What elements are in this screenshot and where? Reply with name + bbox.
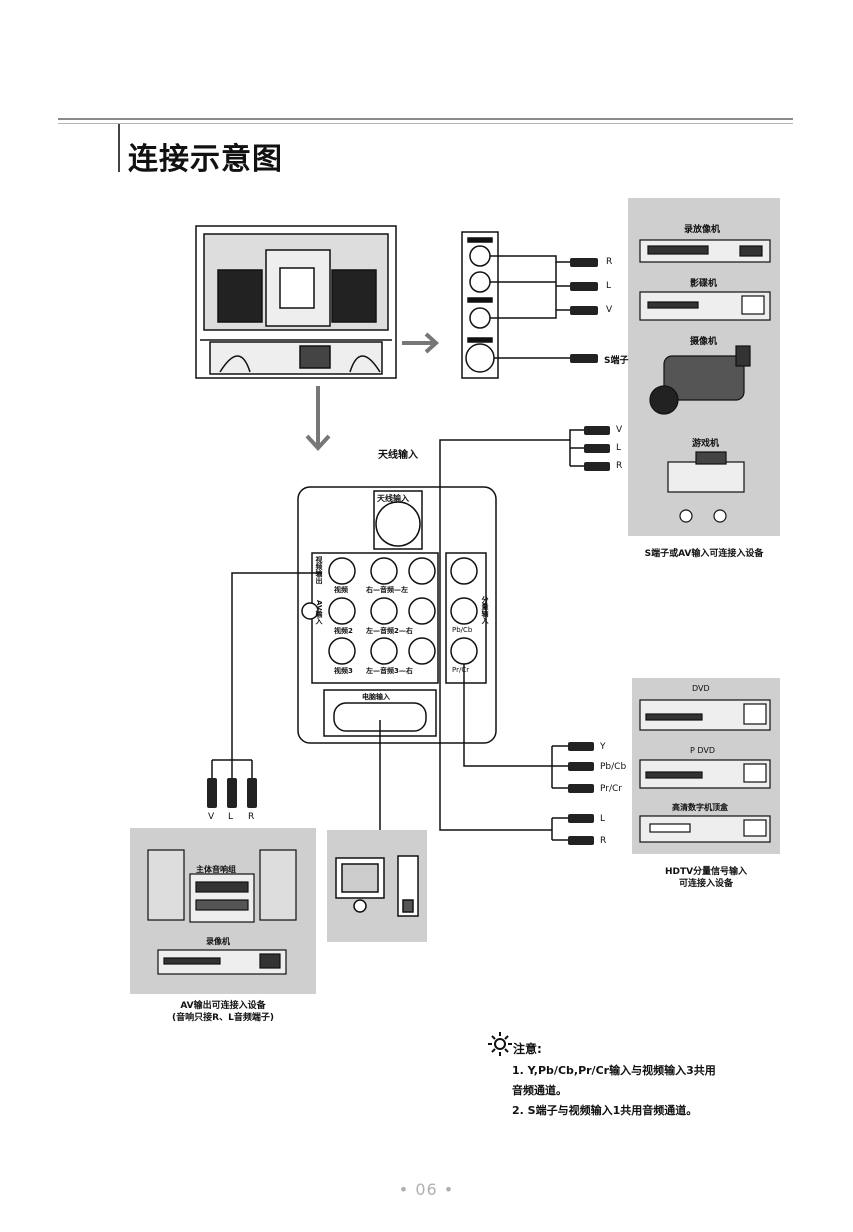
device-vcr-label: 录放像机	[684, 225, 721, 235]
page-title: 连接示意图	[128, 142, 283, 177]
header-rule-thin	[58, 123, 793, 124]
vcr-out-label: 录像机	[206, 937, 230, 946]
monitor-device	[335, 855, 419, 917]
pb-cb-label: Pb/Cb	[452, 626, 473, 634]
side-jack-wires	[490, 255, 570, 359]
component-jack-l: L	[600, 814, 606, 824]
row3-audio-label: 左—音频3—右	[366, 667, 413, 675]
antenna-in-label: 天线输入	[378, 450, 418, 461]
tv-out-label: 视频输出	[315, 556, 323, 584]
main-panel-wires	[211, 429, 584, 841]
bottom-jack-v: V	[208, 812, 215, 822]
component-jack-y: Y	[600, 742, 606, 752]
notes-title: 注意:	[513, 1042, 542, 1056]
side-jack-l: L	[606, 281, 612, 291]
av-devices-caption: S端子或AV输入可连接入设备	[644, 549, 764, 559]
hdtv-dvd-device	[639, 699, 771, 731]
hdtv-dvd-label: DVD	[692, 684, 710, 693]
bottom-jack-r: R	[248, 812, 255, 822]
rca-plugs-side	[568, 258, 610, 845]
av-in-label: AV输入	[315, 600, 323, 625]
hdtv-stb-label: 高清数字机顶盒	[672, 803, 728, 812]
header-rule	[58, 118, 793, 120]
out-caption-2: (音响只接R、L音频端子)	[172, 1013, 274, 1023]
antenna-panel-label: 天线输入	[377, 494, 409, 503]
out-caption-1: AV输出可连接入设备	[180, 1001, 266, 1011]
vcr-device	[639, 239, 771, 263]
notes-line-1: 1. Y,Pb/Cb,Pr/Cr输入与视频输入3共用	[512, 1064, 716, 1077]
front-jack-r: R	[616, 461, 623, 471]
hdtv-pdvd-device	[639, 759, 771, 789]
side-jack-v: V	[606, 305, 613, 315]
camcorder-device	[649, 345, 751, 415]
side-jack-r: R	[606, 257, 613, 267]
hdtv-caption-2: 可连接入设备	[678, 879, 733, 889]
device-dvd-label: 影碟机	[690, 279, 718, 289]
component-label: 分量输入	[481, 596, 489, 624]
arrow-down	[305, 386, 331, 451]
component-jack-r: R	[600, 836, 607, 846]
monitor-out-label: 电脑输入	[362, 693, 390, 701]
dvd-player-device	[639, 291, 771, 321]
sun-note-icon	[488, 1032, 512, 1056]
game-console-device	[667, 451, 745, 523]
stereo-label: 主体音响组	[196, 865, 236, 874]
device-game-label: 游戏机	[692, 439, 720, 449]
vcr-out-device	[157, 949, 287, 975]
component-jack-pb: Pb/Cb	[600, 762, 627, 772]
row1-audio-label: 右—音频—左	[366, 586, 408, 594]
hdtv-pdvd-label: P DVD	[690, 746, 716, 755]
row1-video-label: 视频	[334, 586, 348, 594]
page-number: • 06 •	[398, 1180, 455, 1199]
bottom-jack-l: L	[228, 812, 234, 822]
device-camcorder-label: 摄像机	[690, 337, 718, 347]
arrow-right	[402, 332, 439, 354]
notes-line-1b: 音频通道。	[512, 1084, 567, 1097]
main-jack-panel	[297, 486, 497, 744]
front-jack-v: V	[616, 425, 623, 435]
pr-cr-label: Pr/Cr	[452, 666, 470, 674]
row2-audio-label: 左—音频2—右	[366, 627, 413, 635]
title-bar	[118, 124, 120, 172]
tv-rear-view	[195, 225, 397, 379]
rca-plugs-vertical	[207, 778, 257, 808]
stereo-system	[147, 849, 297, 923]
front-jack-l: L	[616, 443, 622, 453]
row3-video-label: 视频3	[334, 667, 353, 675]
hdtv-stb-device	[639, 815, 771, 843]
component-jack-pr: Pr/Cr	[600, 784, 622, 794]
notes-line-2: 2. S端子与视频输入1共用音频通道。	[512, 1104, 698, 1117]
side-jack-strip	[461, 231, 499, 379]
hdtv-caption-1: HDTV分量信号输入	[664, 867, 748, 877]
side-jack-s: S端子	[604, 356, 629, 366]
row2-video-label: 视频2	[334, 627, 353, 635]
